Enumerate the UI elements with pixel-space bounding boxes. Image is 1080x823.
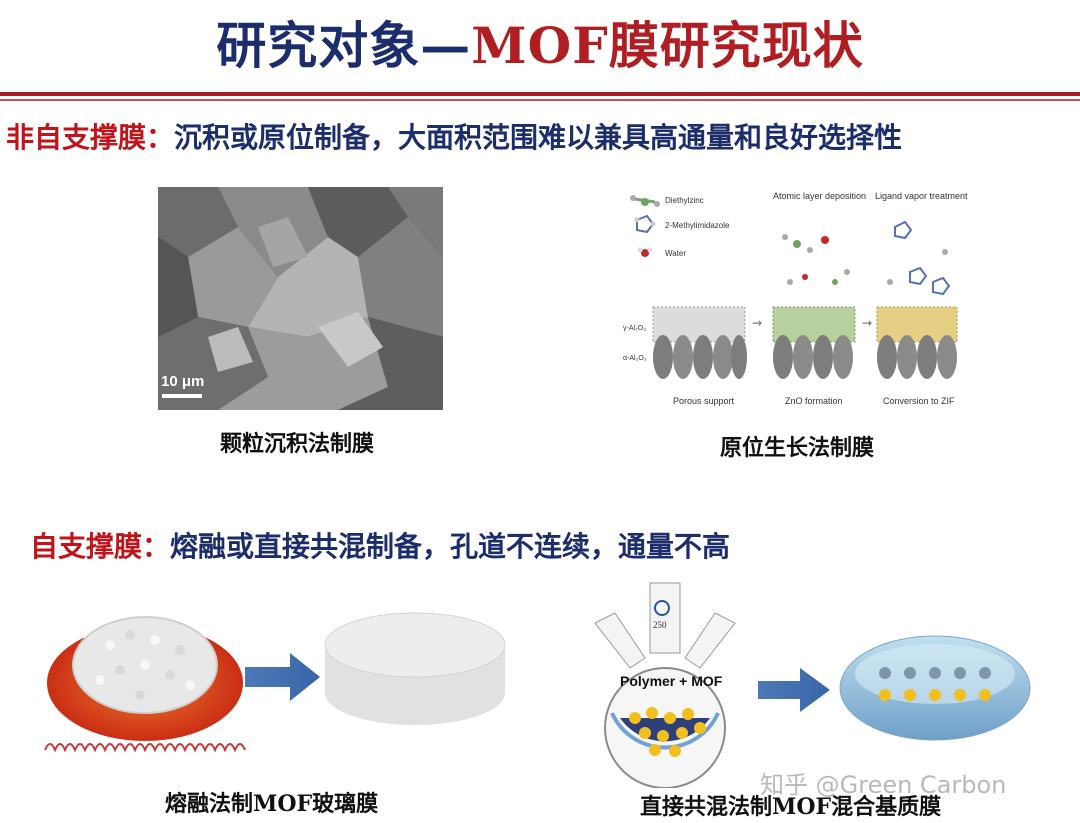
sem-crystals-graphic — [158, 187, 443, 410]
legend-water-icon — [637, 247, 653, 257]
section2-label: 自支撑膜： — [30, 530, 171, 563]
process-arrow — [245, 653, 320, 701]
section2-text: 熔融或直接共混制备，孔道不连续，通量不高 — [170, 530, 731, 563]
title-divider-thin — [0, 99, 1080, 101]
caption-mixed-matrix: 直接共混法制MOF混合基质膜 — [640, 794, 942, 820]
section1-text: 沉积或原位制备，大面积范围难以兼具高通量和良好选择性 — [174, 121, 903, 154]
legend-label-diethylzinc: Diethylzinc — [665, 196, 704, 205]
title-part2: MOF膜研究现状 — [471, 16, 864, 75]
heating-coil — [44, 743, 246, 753]
watermark: 知乎 @Green Carbon — [760, 771, 1007, 799]
stage-label-porous-support: Porous support — [673, 396, 735, 406]
heated-mof-powder — [47, 616, 243, 741]
flask-label: Polymer + MOF — [620, 673, 723, 689]
title-divider — [0, 92, 1080, 96]
layer-label-gamma: γ-Al₂O₃ — [623, 325, 646, 332]
three-neck-flask — [594, 582, 736, 788]
scale-bar — [162, 394, 202, 398]
section1-label: 非自支撑膜： — [6, 121, 175, 154]
zno-formation-stack — [772, 234, 856, 379]
legend-label-water: Water — [665, 249, 686, 258]
layer-label-alpha: α-Al₂O₃ — [623, 355, 647, 362]
mixed-matrix-graphic: 250 Polymer + MOF — [594, 582, 1031, 788]
caption-particle-deposition: 颗粒沉积法制膜 — [220, 432, 375, 457]
sem-image: 10 μm — [158, 187, 443, 410]
scale-bar-label: 10 μm — [161, 373, 205, 390]
flask-volume: 250 — [653, 620, 667, 630]
ald-diagram: Diethylzinc 2-Methylimidazole Water Atom… — [623, 191, 968, 406]
process-arrow-2 — [758, 668, 830, 712]
mof-glass-disc — [324, 612, 506, 725]
legend-methylimidazole-icon — [634, 214, 656, 234]
arrow-right-icon: → — [752, 316, 762, 330]
stage-label-zno-formation: ZnO formation — [785, 396, 843, 406]
legend-diethylzinc-icon — [630, 195, 660, 207]
legend-label-methylimidazole: 2-Methylimidazole — [665, 221, 730, 230]
caption-melt-method: 熔融法制MOF玻璃膜 — [165, 791, 379, 817]
caption-in-situ-growth: 原位生长法制膜 — [720, 436, 875, 461]
melt-quench-graphic — [44, 612, 506, 753]
stage-label-conversion-zif: Conversion to ZIF — [883, 396, 955, 406]
step-title-ligand-vapor: Ligand vapor treatment — [875, 191, 968, 201]
step-title-ald: Atomic layer deposition — [773, 191, 866, 201]
mixed-matrix-membrane — [839, 635, 1031, 741]
section2-heading: 自支撑膜：熔融或直接共混制备，孔道不连续，通量不高 — [30, 525, 730, 565]
mof-particles-in-flask — [629, 707, 706, 757]
slide-title: 研究对象—MOF膜研究现状 — [0, 6, 1080, 78]
porous-support-stack — [652, 306, 747, 379]
section1-heading: 非自支撑膜：沉积或原位制备，大面积范围难以兼具高通量和良好选择性 — [6, 116, 902, 156]
arrow-right-icon-2: → — [862, 316, 872, 330]
title-part1: 研究对象— — [216, 16, 472, 75]
zif-conversion-stack — [876, 220, 958, 379]
